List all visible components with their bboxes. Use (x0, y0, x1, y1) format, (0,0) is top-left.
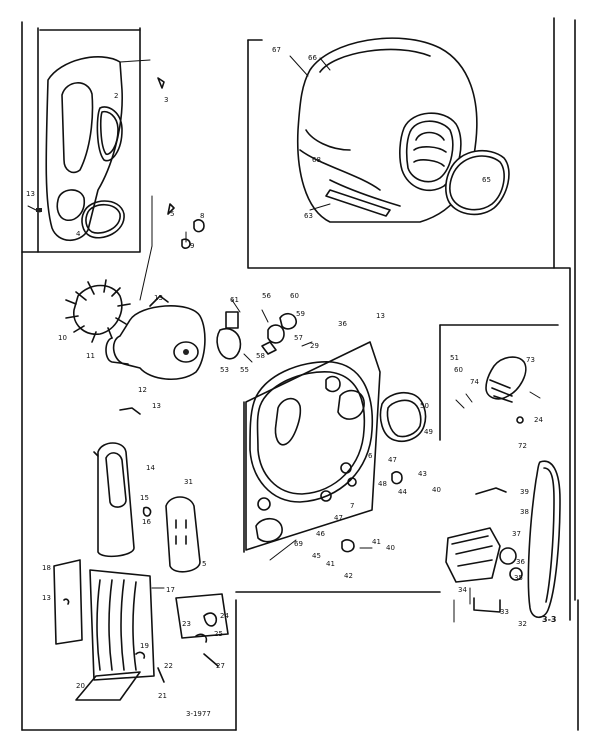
label-61: 61 (230, 296, 239, 304)
label-21: 21 (158, 692, 167, 700)
page-ref: 3-3 (542, 615, 556, 624)
label-3: 3 (164, 96, 168, 104)
label-41b: 41 (372, 538, 381, 546)
label-25: 25 (214, 630, 223, 638)
label-15: 15 (140, 494, 149, 502)
label-63: 63 (304, 212, 313, 220)
label-56: 56 (262, 292, 271, 300)
label-5: 5 (170, 210, 174, 218)
label-60: 60 (290, 292, 299, 300)
label-27: 27 (216, 662, 225, 670)
label-13d: 13 (42, 594, 51, 602)
label-8: 8 (200, 212, 204, 220)
label-58: 58 (256, 352, 265, 360)
lamp-switch-parts (216, 299, 313, 363)
label-72: 72 (518, 442, 527, 450)
label-37: 37 (512, 530, 521, 538)
label-33: 33 (500, 608, 509, 616)
motor-belt-parts (341, 356, 561, 623)
label-20: 20 (76, 682, 85, 690)
drum-assembly (289, 37, 510, 223)
diagram-boundaries (21, 17, 579, 731)
exhaust-duct-assembly (27, 56, 165, 242)
label-78: 74 (470, 378, 479, 386)
label-80: 60 (454, 366, 463, 374)
label-7: 7 (350, 502, 354, 510)
label-12: 12 (138, 386, 147, 394)
label-11: 11 (86, 352, 95, 360)
label-38: 38 (520, 508, 529, 516)
label-49: 49 (424, 428, 433, 436)
label-40: 40 (432, 486, 441, 494)
label-13a: 13 (26, 190, 35, 198)
label-47b: 47 (334, 514, 343, 522)
label-10: 10 (58, 334, 67, 342)
label-50: 50 (420, 402, 429, 410)
label-19: 19 (140, 642, 149, 650)
label-31: 31 (184, 478, 193, 486)
label-41: 41 (326, 560, 335, 568)
label-9: 9 (190, 242, 194, 250)
label-13e: 13 (376, 312, 385, 320)
label-13c: 13 (152, 402, 161, 410)
label-14: 14 (146, 464, 155, 472)
footer-code: 3-1977 (186, 710, 211, 718)
label-67: 67 (272, 46, 281, 54)
label-53: 53 (220, 366, 229, 374)
heater-and-duct-parts (53, 407, 229, 701)
part-labels: 2 3 4 13 5 8 9 10 11 13 12 13 14 15 16 3… (26, 46, 556, 718)
label-39: 39 (520, 488, 529, 496)
label-42: 42 (344, 572, 353, 580)
label-18: 18 (42, 564, 51, 572)
label-36b: 36 (516, 558, 525, 566)
label-68: 68 (312, 156, 321, 164)
label-6: 6 (368, 452, 373, 460)
label-45: 45 (312, 552, 321, 560)
label-2: 2 (114, 92, 118, 100)
label-13b: 13 (154, 294, 163, 302)
label-35: 35 (514, 574, 523, 582)
label-44: 44 (398, 488, 407, 496)
label-16: 16 (142, 518, 151, 526)
label-32: 32 (518, 620, 527, 628)
label-22: 22 (164, 662, 173, 670)
rear-bulkhead (243, 341, 381, 561)
blower-assembly (65, 195, 206, 381)
label-73: 73 (526, 356, 535, 364)
label-65: 65 (482, 176, 491, 184)
label-17: 17 (166, 586, 175, 594)
label-57: 57 (294, 334, 303, 342)
label-40b: 40 (386, 544, 395, 552)
label-69: 69 (294, 540, 303, 548)
label-59: 59 (296, 310, 305, 318)
label-48: 48 (378, 480, 387, 488)
label-24b: 24 (534, 416, 543, 424)
label-29: 29 (310, 342, 319, 350)
label-36: 36 (338, 320, 347, 328)
label-43: 43 (418, 470, 427, 478)
label-66: 66 (308, 54, 317, 62)
label-34: 34 (458, 586, 467, 594)
label-4: 4 (76, 230, 81, 238)
label-47: 47 (388, 456, 397, 464)
label-5b: 5 (202, 560, 206, 568)
label-46: 46 (316, 530, 325, 538)
label-81: 51 (450, 354, 459, 362)
label-24: 24 (220, 612, 229, 620)
label-23: 23 (182, 620, 191, 628)
label-55: 55 (240, 366, 249, 374)
